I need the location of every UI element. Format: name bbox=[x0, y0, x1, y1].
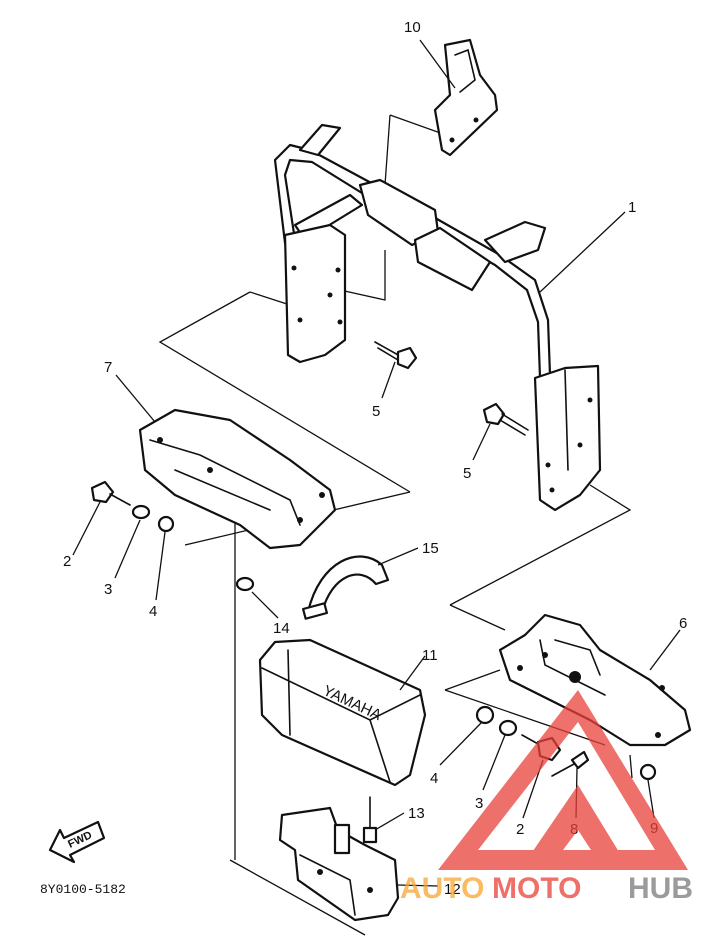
callout-2: 2 bbox=[516, 821, 524, 838]
callout-11: 11 bbox=[422, 647, 438, 664]
automotohub-watermark: AUTO MOTO HUB bbox=[400, 690, 693, 905]
callout-7: 7 bbox=[104, 359, 112, 376]
callout-3: 3 bbox=[104, 581, 112, 598]
watermark-auto: AUTO bbox=[400, 872, 484, 905]
grommet-part-14 bbox=[235, 576, 255, 592]
callout-14: 14 bbox=[273, 620, 290, 637]
washer-part-9 bbox=[639, 763, 657, 781]
callout-1: 1 bbox=[628, 199, 636, 216]
callout-5: 5 bbox=[463, 465, 471, 482]
callout-12: 12 bbox=[444, 881, 461, 898]
watermark-moto: MOTO bbox=[492, 872, 581, 905]
bolt-part-5-upper bbox=[374, 341, 418, 370]
strap-part-15 bbox=[301, 555, 390, 620]
callout-5: 5 bbox=[372, 403, 380, 420]
nut-part-4-left bbox=[157, 515, 175, 533]
callout-10: 10 bbox=[404, 19, 421, 36]
callout-2: 2 bbox=[63, 553, 71, 570]
drawing-code: 8Y0100-5182 bbox=[40, 882, 126, 897]
callout-4: 4 bbox=[430, 770, 438, 787]
pin-part-13 bbox=[362, 796, 378, 844]
handlebar-frame-part-1 bbox=[273, 123, 602, 512]
mount-bracket-part-7 bbox=[138, 408, 337, 550]
nut-part-4-right bbox=[475, 705, 495, 725]
callout-6: 6 bbox=[679, 615, 687, 632]
bracket-part-12 bbox=[278, 806, 400, 922]
toolbox-part-11: YAMAHA bbox=[258, 638, 427, 787]
bolt-part-5-lower bbox=[482, 402, 529, 436]
washer-part-3-right bbox=[498, 719, 518, 737]
bracket-part-10 bbox=[433, 38, 499, 157]
bolt-part-2-left bbox=[90, 480, 131, 506]
washer-part-3-left bbox=[131, 504, 151, 520]
callout-4: 4 bbox=[149, 603, 157, 620]
callout-15: 15 bbox=[422, 540, 439, 557]
forward-direction-arrow: FWD bbox=[48, 820, 106, 864]
callout-numbers: 10 1 7 5 5 2 3 4 15 14 11 6 4 3 2 8 9 13… bbox=[63, 19, 687, 898]
pin-part-8 bbox=[551, 750, 590, 777]
callout-3: 3 bbox=[475, 795, 483, 812]
callout-13: 13 bbox=[408, 805, 425, 822]
watermark-hub: HUB bbox=[628, 872, 693, 905]
